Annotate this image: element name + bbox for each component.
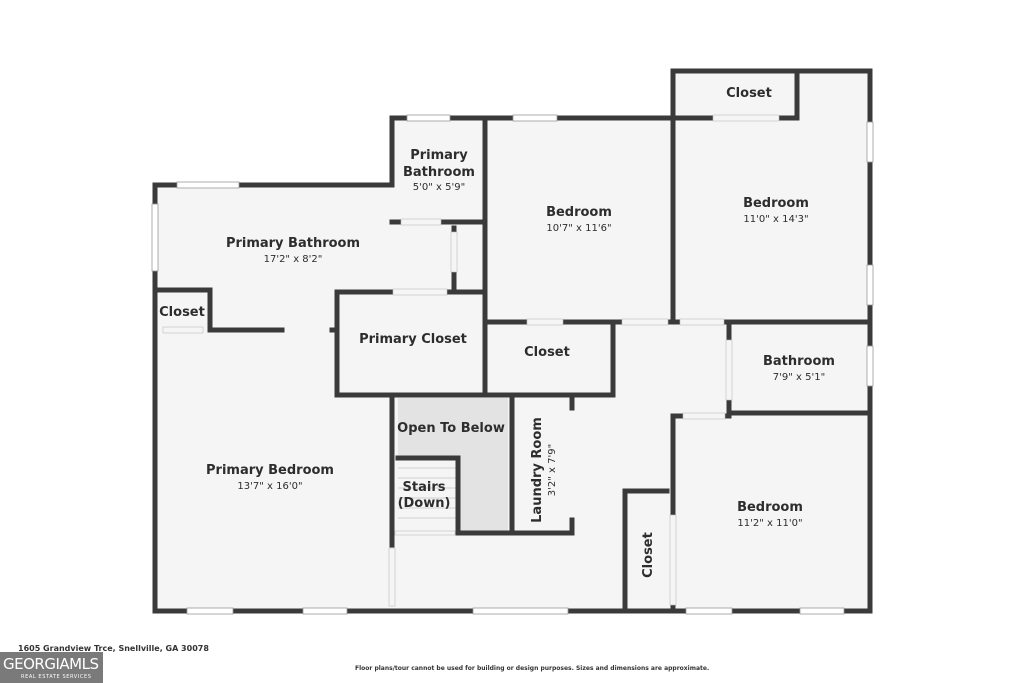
bedroom-top-label: Bedroom	[546, 205, 612, 220]
bedroom-bottom-right-label: Bedroom	[737, 500, 803, 515]
primary-bedroom-dims: 13'7" x 16'0"	[237, 481, 302, 492]
closet-top-right-label: Closet	[726, 86, 772, 101]
laundry-room-dims: 3'2" x 7'9"	[547, 444, 558, 496]
door-openings	[162, 114, 780, 607]
disclaimer-text: Floor plans/tour cannot be used for buil…	[355, 665, 710, 672]
closet-mid-label: Closet	[524, 345, 570, 360]
logo-main-text: GEORGIAMLS	[3, 655, 99, 673]
room-labels: Primary Bathroom 5'0" x 5'9" Bedroom 10'…	[159, 86, 835, 578]
primary-bathroom-small-label: Primary	[410, 148, 468, 163]
closet-left-label: Closet	[159, 305, 205, 320]
primary-closet-label: Primary Closet	[359, 332, 467, 347]
primary-bathroom-label: Primary Bathroom	[226, 236, 360, 251]
bathroom-dims: 7'9" x 5'1"	[773, 372, 825, 383]
primary-bathroom-small-dims: 5'0" x 5'9"	[413, 182, 465, 193]
open-to-below-label: Open To Below	[397, 421, 505, 436]
stairs-label-2: (Down)	[398, 496, 451, 511]
bedroom-top-right-label: Bedroom	[743, 196, 809, 211]
bedroom-top-dims: 10'7" x 11'6"	[546, 223, 611, 234]
windows	[151, 114, 874, 615]
stairs-label: Stairs	[403, 480, 446, 495]
property-address: 1605 Grandview Trce, Snellville, GA 3007…	[18, 644, 209, 653]
logo-sub-text: REAL ESTATE SERVICES	[21, 674, 92, 680]
stair-treads	[398, 467, 456, 519]
closet-bottom-label: Closet	[641, 532, 656, 578]
bedroom-bottom-right-dims: 11'2" x 11'0"	[737, 518, 802, 529]
primary-bathroom-small-label-2: Bathroom	[403, 165, 475, 180]
open-to-below-area	[398, 398, 508, 531]
georgia-mls-logo: GEORGIAMLS REAL ESTATE SERVICES	[0, 652, 103, 683]
bedroom-top-right-dims: 11'0" x 14'3"	[743, 214, 808, 225]
floor-fill	[155, 71, 870, 611]
primary-bedroom-label: Primary Bedroom	[206, 463, 334, 478]
bathroom-label: Bathroom	[763, 354, 835, 369]
laundry-room-label: Laundry Room	[530, 417, 545, 523]
primary-bathroom-dims: 17'2" x 8'2"	[264, 254, 323, 265]
